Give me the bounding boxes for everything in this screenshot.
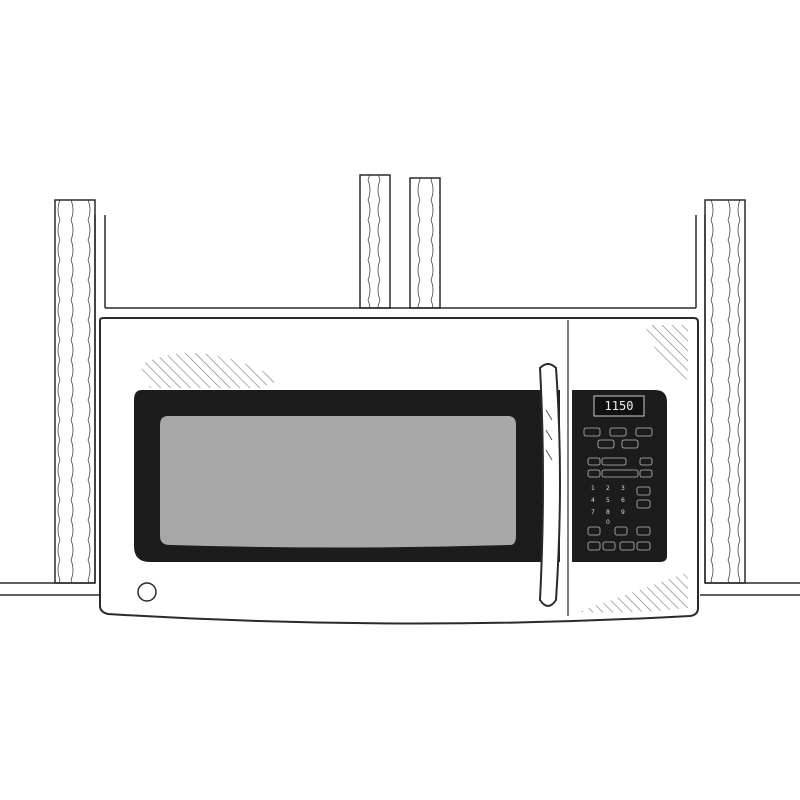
- button-popcorn[interactable]: [583, 427, 601, 437]
- button-options[interactable]: [602, 541, 616, 551]
- display-window: [593, 395, 645, 417]
- button-vegetable[interactable]: [621, 439, 639, 449]
- keypad-key-9[interactable]: 9: [621, 509, 625, 516]
- button-cancel[interactable]: [587, 541, 601, 551]
- button-power[interactable]: [639, 457, 653, 466]
- keypad-key-0[interactable]: 0: [606, 519, 610, 526]
- button-vent-fan[interactable]: [636, 486, 651, 496]
- keypad-key-6[interactable]: 6: [621, 497, 625, 504]
- button-defrost[interactable]: [601, 457, 627, 466]
- display-readout: 1150: [604, 399, 634, 413]
- wall-stud-right: [695, 199, 746, 584]
- wall-stud-center-left: [359, 174, 391, 309]
- button-clock[interactable]: [587, 469, 601, 478]
- ge-logo: [137, 582, 157, 602]
- button-stop[interactable]: [636, 541, 651, 551]
- button-start[interactable]: [587, 526, 601, 536]
- wall-stud-center-right: [409, 177, 441, 309]
- keypad-key-8[interactable]: 8: [606, 509, 610, 516]
- keypad: 1 2 3 4 5 6 7 8 9 0: [588, 485, 633, 526]
- door-window: [134, 390, 560, 562]
- keypad-key-5[interactable]: 5: [606, 497, 610, 504]
- window-glass: [160, 416, 516, 548]
- door-handle[interactable]: [538, 363, 561, 607]
- button-time-cook[interactable]: [587, 457, 601, 466]
- keypad-key-3[interactable]: 3: [621, 485, 625, 492]
- keypad-key-1[interactable]: 1: [591, 485, 595, 492]
- button-reheat[interactable]: [635, 427, 653, 437]
- button-potato[interactable]: [597, 439, 615, 449]
- button-beverage[interactable]: [609, 427, 627, 437]
- button-express[interactable]: [601, 469, 639, 478]
- button-turntable[interactable]: [636, 526, 651, 536]
- wall-stud-left: [54, 199, 106, 584]
- control-panel: [572, 390, 667, 562]
- keypad-key-4[interactable]: 4: [591, 497, 595, 504]
- button-cook[interactable]: [619, 541, 635, 551]
- button-add30[interactable]: [614, 526, 628, 536]
- keypad-key-7[interactable]: 7: [591, 509, 595, 516]
- button-light[interactable]: [636, 499, 651, 509]
- button-timer[interactable]: [639, 469, 653, 478]
- keypad-key-2[interactable]: 2: [606, 485, 610, 492]
